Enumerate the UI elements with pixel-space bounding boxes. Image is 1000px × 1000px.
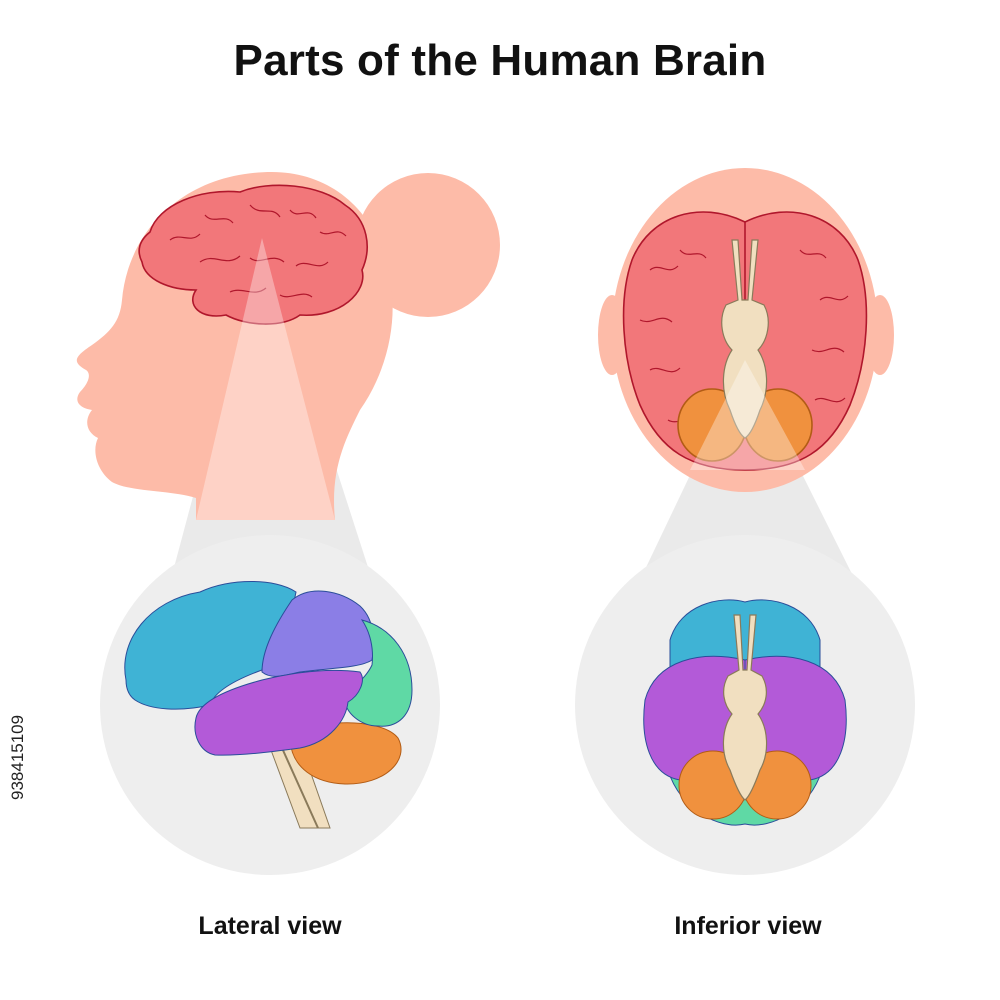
inferior-figure <box>575 168 915 875</box>
stock-image-id: 938415109 <box>8 715 28 800</box>
lateral-view-caption: Lateral view <box>120 912 420 941</box>
lateral-figure <box>77 172 500 875</box>
inferior-frontal-lobe <box>670 600 820 668</box>
inferior-view-caption: Inferior view <box>598 912 898 941</box>
